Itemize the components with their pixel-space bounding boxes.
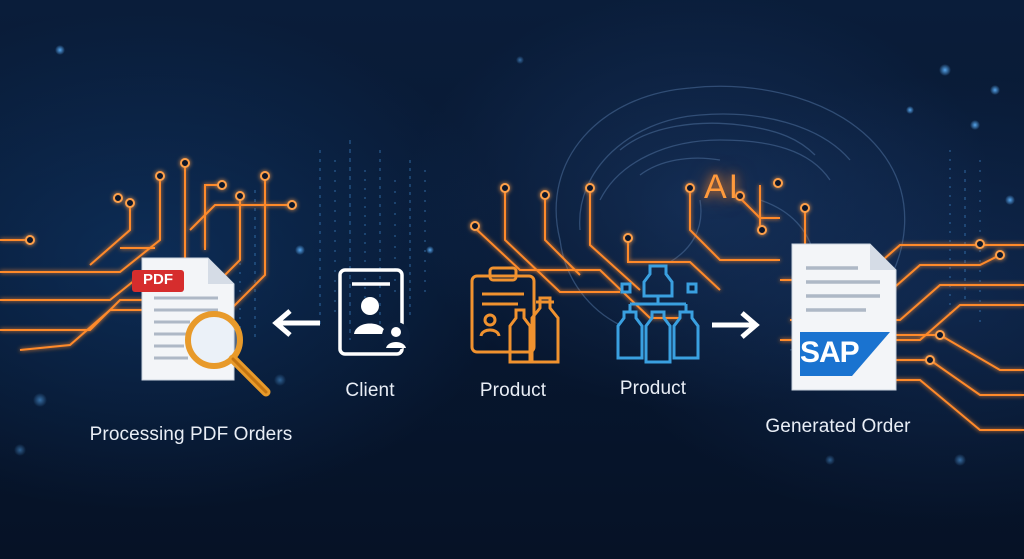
clipboard-bottles-icon xyxy=(468,262,568,373)
client-contact-card-icon xyxy=(336,266,416,367)
sap-badge: SAP xyxy=(800,336,860,369)
label-product-bottles: Product xyxy=(619,378,687,399)
sap-document-icon xyxy=(786,240,902,399)
data-streams xyxy=(239,140,981,340)
pdf-badge: PDF xyxy=(143,271,173,288)
label-processing-pdf-orders: Processing PDF Orders xyxy=(89,424,293,445)
arrow-left-icon xyxy=(270,308,324,343)
circuit-nodes xyxy=(25,158,1005,365)
label-generated-order: Generated Order xyxy=(765,416,911,437)
ai-label: AI xyxy=(704,168,741,206)
label-product-clipboard: Product xyxy=(479,380,547,401)
pdf-magnifier-icon xyxy=(128,250,278,405)
bokeh-dots xyxy=(14,45,1015,466)
arrow-right-icon xyxy=(708,310,764,345)
bottles-network-icon xyxy=(612,262,708,371)
label-client: Client xyxy=(345,380,395,401)
